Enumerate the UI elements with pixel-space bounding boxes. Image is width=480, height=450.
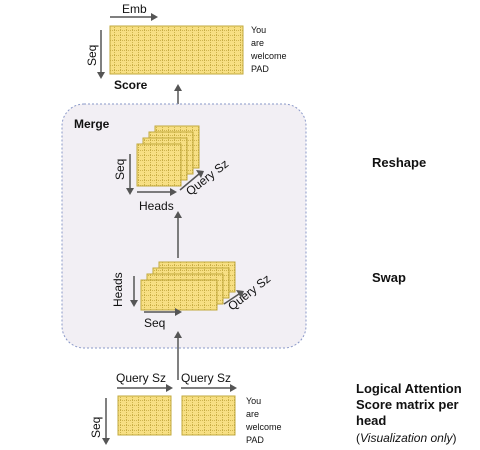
lower-seq-label: Seq bbox=[144, 316, 165, 330]
bottom-token-4: PAD bbox=[246, 435, 264, 445]
bottom-token-1: You bbox=[246, 396, 261, 406]
upper-query-arrow-head bbox=[196, 170, 204, 178]
lower-seq-arrow-head bbox=[175, 308, 182, 316]
lower-query-arrow bbox=[223, 293, 240, 305]
swap-label: Swap bbox=[372, 270, 406, 285]
logical-score-matrix-right bbox=[181, 395, 236, 436]
upper-stack-layer-4 bbox=[136, 143, 182, 187]
upper-heads-arrow-head bbox=[170, 188, 177, 196]
top-seq-arrow-head bbox=[97, 72, 105, 79]
merge-title: Merge bbox=[74, 117, 110, 131]
lower-stack-layer-4 bbox=[140, 279, 218, 311]
bottom-query-right-arrow-head bbox=[230, 384, 237, 392]
score-matrix bbox=[109, 25, 244, 75]
lower-heads-label: Heads bbox=[111, 272, 125, 307]
visualization-note: (Visualization only) bbox=[356, 431, 457, 445]
bottom-seq-label: Seq bbox=[89, 417, 103, 438]
lower-query-arrow-head bbox=[236, 290, 244, 298]
top-seq-label: Seq bbox=[85, 45, 99, 66]
logical-score-matrix-left bbox=[117, 395, 172, 436]
logical-score-section: Query Sz Query Sz Seq You are welcome PA… bbox=[89, 371, 282, 445]
logical-attention-line-2: Score matrix per bbox=[356, 397, 459, 412]
top-token-3: welcome bbox=[250, 51, 287, 61]
bottom-token-3: welcome bbox=[245, 422, 282, 432]
merge-to-score-arrow-head bbox=[174, 84, 182, 91]
bottom-token-2: are bbox=[246, 409, 259, 419]
visualization-close-paren: ) bbox=[453, 431, 457, 445]
visualization-only-text: Visualization only bbox=[360, 431, 454, 445]
top-score-section: Emb Seq Score You are welcome PAD bbox=[85, 2, 287, 92]
lower-heads-arrow-head bbox=[130, 300, 138, 307]
emb-label: Emb bbox=[122, 2, 147, 16]
upper-seq-arrow-head bbox=[126, 188, 134, 195]
upper-heads-label: Heads bbox=[139, 199, 174, 213]
visualization-open-paren: ( bbox=[356, 431, 360, 445]
merge-panel: Merge Seq Heads Query Sz Heads bbox=[61, 103, 307, 349]
top-token-1: You bbox=[251, 25, 266, 35]
reshape-label: Reshape bbox=[372, 155, 426, 170]
bottom-to-swap-arrow-head bbox=[174, 331, 182, 338]
merge-panel-box bbox=[61, 103, 307, 349]
top-token-4: PAD bbox=[251, 64, 269, 74]
upper-query-arrow bbox=[179, 173, 200, 191]
logical-attention-line-1: Logical Attention bbox=[356, 381, 462, 396]
bottom-query-left-arrow-head bbox=[166, 384, 173, 392]
bottom-query-right-label: Query Sz bbox=[181, 371, 231, 385]
top-token-2: are bbox=[251, 38, 264, 48]
swap-to-reshape-arrow-head bbox=[174, 211, 182, 218]
emb-arrow-head bbox=[151, 13, 158, 21]
upper-seq-label: Seq bbox=[113, 159, 127, 180]
logical-attention-line-3: head bbox=[356, 413, 386, 428]
score-label: Score bbox=[114, 78, 148, 92]
bottom-query-left-label: Query Sz bbox=[116, 371, 166, 385]
reshape-stack-upper: Seq Heads Query Sz bbox=[113, 125, 231, 213]
bottom-seq-arrow-head bbox=[102, 438, 110, 445]
